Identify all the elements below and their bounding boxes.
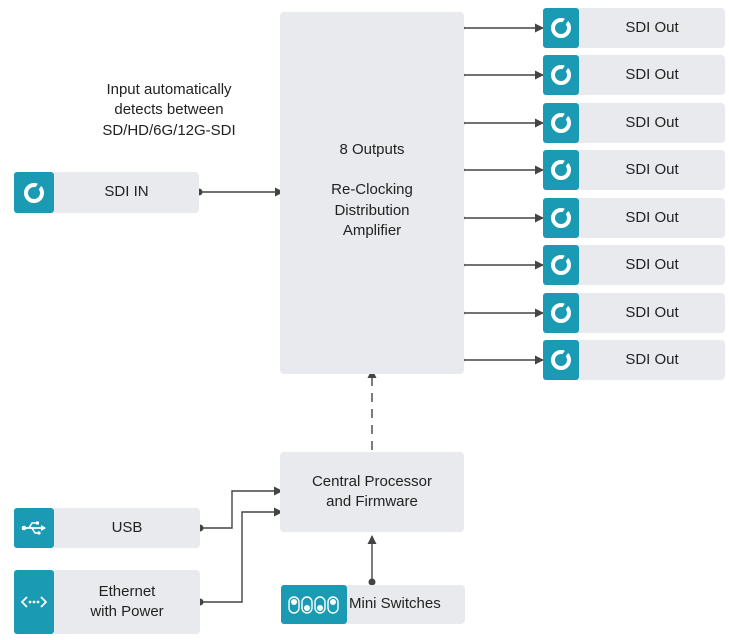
sdi-out-box: SDI Out (579, 103, 725, 143)
ethernet-connection (196, 507, 283, 606)
processor-block: Central Processor and Firmware (280, 452, 464, 532)
sdi-out-label: SDI Out (625, 65, 679, 83)
sdi-out-port (543, 198, 579, 238)
input-note: Input automatically detects between SD/H… (74, 80, 264, 141)
switches-connection (367, 535, 377, 586)
sdi-out-label: SDI Out (625, 255, 679, 273)
sdi-out-label: SDI Out (625, 350, 679, 368)
sdi-out-label: SDI Out (625, 113, 679, 131)
sdi-out-box: SDI Out (579, 198, 725, 238)
sdi-connector-icon (551, 349, 571, 370)
sdi-connector-icon (551, 254, 571, 275)
sdi-out-port (543, 150, 579, 190)
sdi-connector-icon (551, 112, 571, 133)
ethernet-line: Ethernet (98, 582, 156, 600)
dip-switch-icon (288, 595, 339, 614)
sdi-connector-icon (24, 182, 44, 203)
sdi-connector-icon (551, 64, 571, 85)
sdi-out-label: SDI Out (625, 303, 679, 321)
amplifier-line: Amplifier (342, 221, 402, 239)
sdi-in-box: SDI IN (54, 172, 199, 213)
sdi-out-box: SDI Out (579, 245, 725, 285)
input-note-line: detects between (114, 101, 224, 119)
sdi-out-box: SDI Out (579, 340, 725, 380)
sdi-out-port (543, 245, 579, 285)
sdi-out-port (543, 103, 579, 143)
amplifier-block: 8 Outputs Re-Clocking Distribution Ampli… (280, 12, 464, 374)
amplifier-line: Distribution (334, 201, 410, 219)
processor-line: and Firmware (326, 493, 418, 510)
usb-connection (196, 486, 283, 532)
sdi-out-port (543, 8, 579, 48)
usb-icon (21, 521, 46, 535)
sdi-out-box: SDI Out (579, 55, 725, 95)
sdi-connector-icon (551, 302, 571, 323)
usb-box: USB (54, 508, 200, 548)
ethernet-port (14, 570, 54, 634)
mini-switches-icon-box (281, 585, 347, 624)
sdi-out-box: SDI Out (579, 293, 725, 333)
input-note-line: SD/HD/6G/12G-SDI (102, 121, 236, 139)
sdi-out-label: SDI Out (625, 208, 679, 226)
sdi-in-port (14, 172, 54, 213)
processor-line: Central Processor (311, 472, 433, 490)
input-note-line: Input automatically (106, 81, 232, 98)
sdi-connector-icon (551, 207, 571, 228)
sdi-connector-icon (551, 159, 571, 180)
mini-switches-label: Mini Switches (349, 595, 441, 613)
sdi-connector-icon (551, 17, 571, 38)
usb-label: USB (111, 518, 143, 536)
mini-switches-box: Mini Switches (347, 585, 465, 624)
sdi-out-label: SDI Out (625, 18, 679, 36)
sdi-out-label: SDI Out (625, 160, 679, 178)
outputs-count-label: 8 Outputs (339, 141, 405, 158)
sdi-out-port (543, 340, 579, 380)
input-connection (195, 187, 284, 197)
output-connections (457, 23, 544, 365)
sdi-in-label: SDI IN (104, 183, 149, 201)
sdi-out-port (543, 293, 579, 333)
ethernet-box: Ethernet with Power (54, 570, 200, 634)
usb-port (14, 508, 54, 548)
ethernet-line: with Power (90, 603, 164, 620)
ethernet-icon (21, 596, 47, 608)
sdi-out-box: SDI Out (579, 150, 725, 190)
sdi-out-port (543, 55, 579, 95)
sdi-out-box: SDI Out (579, 8, 725, 48)
amplifier-line: Re-Clocking (331, 181, 413, 199)
